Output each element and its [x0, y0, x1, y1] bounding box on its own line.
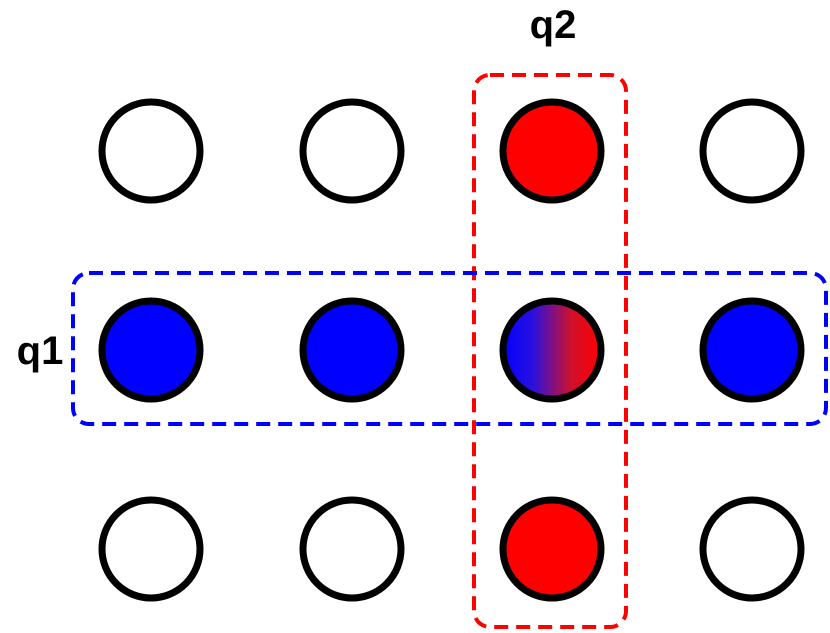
- node-empty-r3-c2: [299, 496, 405, 602]
- node-q1-r2-c2: [299, 297, 405, 403]
- node-shared-r2-c3: [499, 297, 605, 403]
- q2-label: q2: [530, 3, 577, 47]
- q1-group-box: [71, 271, 828, 426]
- node-q2-r3-c3: [499, 496, 605, 602]
- q2-group-box: [472, 73, 628, 629]
- node-q2-r1-c3: [499, 98, 605, 204]
- node-empty-r1-c2: [299, 98, 405, 204]
- node-grid: [98, 98, 805, 602]
- node-empty-r3-c1: [98, 496, 204, 602]
- node-q1-r2-c1: [98, 297, 204, 403]
- q1-label: q1: [17, 329, 64, 373]
- node-empty-r1-c1: [98, 98, 204, 204]
- node-empty-r1-c4: [699, 98, 805, 204]
- node-empty-r3-c4: [699, 496, 805, 602]
- node-q1-r2-c4: [699, 297, 805, 403]
